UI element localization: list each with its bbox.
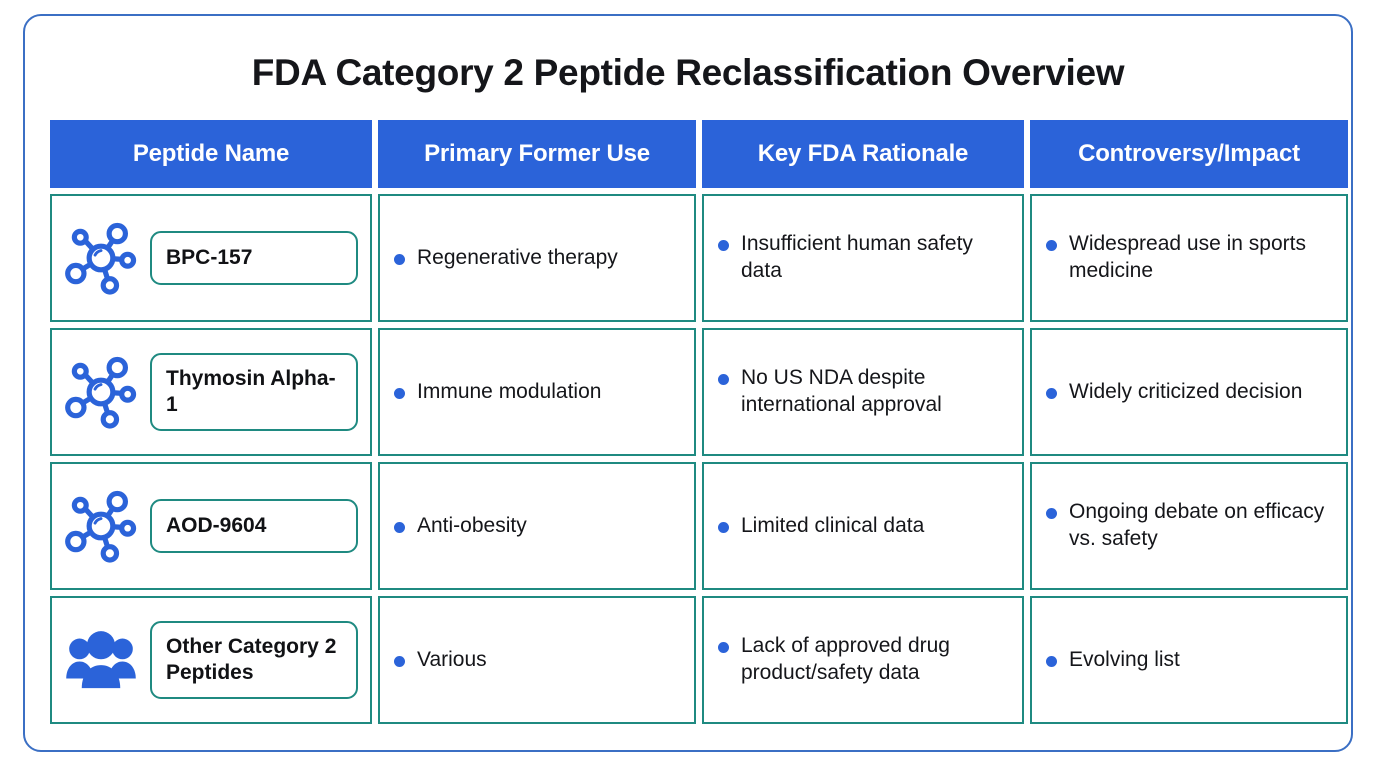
table-row-cell-controversy: Widespread use in sports medicine (1030, 194, 1348, 322)
infographic-frame: FDA Category 2 Peptide Reclassification … (23, 14, 1353, 752)
table-row-cell-former-use: Various (378, 596, 696, 724)
molecule-icon (64, 489, 138, 563)
bullet-text: Anti-obesity (417, 513, 527, 537)
bullet-dot-icon (394, 521, 405, 533)
bullet-dot-icon (718, 240, 729, 252)
bullet-text: Insufficient human safety data (741, 232, 973, 282)
bullet-dot-icon (1046, 240, 1057, 252)
table-row-cell-rationale: Insufficient human safety data (702, 194, 1024, 322)
column-header-peptide-name: Peptide Name (50, 120, 372, 188)
peptide-table: Peptide Name Primary Former Use Key FDA … (50, 120, 1348, 724)
bullet-text: Immune modulation (417, 379, 602, 403)
bullet-text: Evolving list (1069, 647, 1180, 671)
bullet-item: Widespread use in sports medicine (1046, 231, 1332, 285)
table-row-cell-controversy: Widely criticized decision (1030, 328, 1348, 456)
table-row-cell-peptide-name: Other Category 2 Peptides (50, 596, 372, 724)
bullet-text: No US NDA despite international approval (741, 366, 942, 416)
table-row-cell-peptide-name: BPC-157 (50, 194, 372, 322)
peptide-name-pill: Thymosin Alpha-1 (150, 353, 358, 431)
bullet-dot-icon (718, 642, 729, 654)
peptide-name-pill: BPC-157 (150, 231, 358, 285)
bullet-text: Regenerative therapy (417, 245, 618, 269)
bullet-item: Anti-obesity (394, 513, 527, 540)
table-row-cell-controversy: Ongoing debate on efficacy vs. safety (1030, 462, 1348, 590)
bullet-text: Various (417, 647, 487, 671)
bullet-dot-icon (1046, 508, 1057, 520)
bullet-dot-icon (394, 387, 405, 399)
bullet-item: Insufficient human safety data (718, 231, 1008, 285)
column-header-key-fda-rationale: Key FDA Rationale (702, 120, 1024, 188)
table-row-cell-former-use: Regenerative therapy (378, 194, 696, 322)
bullet-dot-icon (1046, 655, 1057, 667)
table-row-cell-controversy: Evolving list (1030, 596, 1348, 724)
bullet-item: Regenerative therapy (394, 245, 618, 272)
table-row-cell-rationale: No US NDA despite international approval (702, 328, 1024, 456)
bullet-item: No US NDA despite international approval (718, 365, 1008, 419)
table-row-cell-rationale: Lack of approved drug product/safety dat… (702, 596, 1024, 724)
bullet-item: Evolving list (1046, 647, 1180, 674)
bullet-item: Various (394, 647, 487, 674)
bullet-item: Limited clinical data (718, 513, 924, 540)
table-row-cell-former-use: Anti-obesity (378, 462, 696, 590)
bullet-dot-icon (718, 374, 729, 386)
bullet-dot-icon (394, 655, 405, 667)
bullet-item: Ongoing debate on efficacy vs. safety (1046, 499, 1332, 553)
bullet-item: Immune modulation (394, 379, 601, 406)
bullet-text: Widespread use in sports medicine (1069, 232, 1306, 282)
bullet-item: Widely criticized decision (1046, 379, 1302, 406)
bullet-text: Lack of approved drug product/safety dat… (741, 634, 950, 684)
table-row-cell-peptide-name: AOD-9604 (50, 462, 372, 590)
table-row-cell-former-use: Immune modulation (378, 328, 696, 456)
bullet-text: Widely criticized decision (1069, 379, 1303, 403)
molecule-icon (64, 221, 138, 295)
molecule-icon (64, 355, 138, 429)
column-header-primary-former-use: Primary Former Use (378, 120, 696, 188)
bullet-text: Ongoing debate on efficacy vs. safety (1069, 500, 1325, 550)
peptide-name-pill: AOD-9604 (150, 499, 358, 553)
peptide-name-pill: Other Category 2 Peptides (150, 621, 358, 699)
people-group-icon (64, 625, 138, 695)
bullet-dot-icon (394, 253, 405, 265)
bullet-text: Limited clinical data (741, 513, 925, 537)
bullet-item: Lack of approved drug product/safety dat… (718, 633, 1008, 687)
bullet-dot-icon (1046, 387, 1057, 399)
column-header-controversy-impact: Controversy/Impact (1030, 120, 1348, 188)
page-title: FDA Category 2 Peptide Reclassification … (251, 52, 1125, 93)
table-row-cell-peptide-name: Thymosin Alpha-1 (50, 328, 372, 456)
table-row-cell-rationale: Limited clinical data (702, 462, 1024, 590)
bullet-dot-icon (718, 521, 729, 533)
